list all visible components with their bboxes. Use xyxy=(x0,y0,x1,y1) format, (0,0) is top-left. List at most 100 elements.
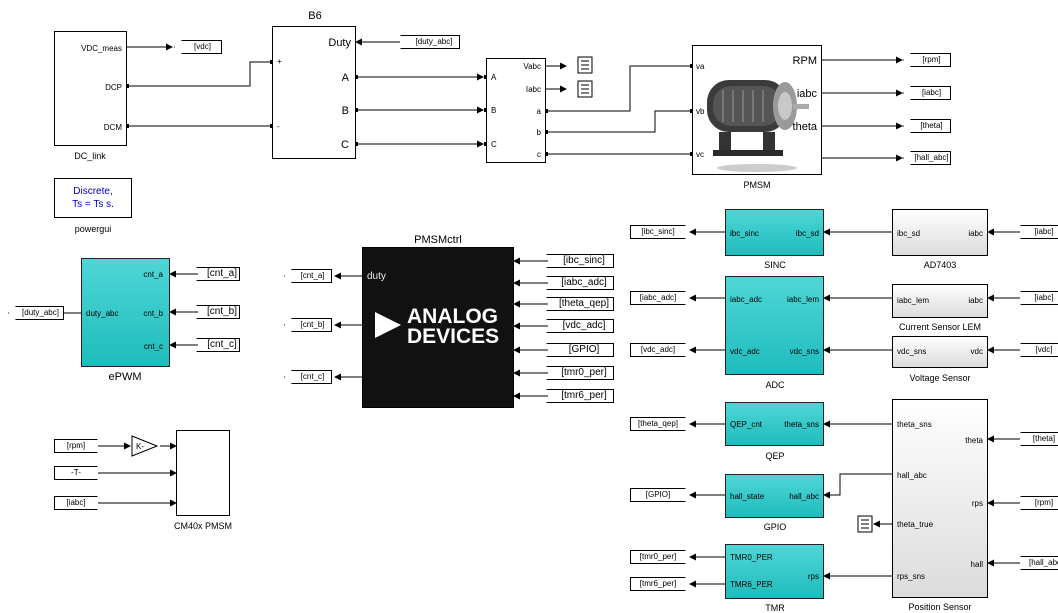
epwm-caption: ePWM xyxy=(95,371,155,383)
qep-caption: QEP xyxy=(745,451,805,461)
tmr-caption: TMR xyxy=(745,603,805,613)
from-tag-iabc-adc[interactable]: [iabc_adc] xyxy=(546,276,614,290)
vsens-caption: Voltage Sensor xyxy=(890,373,990,383)
port-ps-theta: theta xyxy=(965,436,983,445)
goto-tag-iabc-adc[interactable]: [iabc_adc] xyxy=(630,291,686,305)
port-out-a: a xyxy=(537,107,541,116)
port-ps-theta-true: theta_true xyxy=(897,520,933,529)
from-tag-duty-abc[interactable]: [duty_abc] xyxy=(400,35,460,49)
possensor-caption: Position Sensor xyxy=(890,602,990,612)
goto-tag-theta[interactable]: [theta] xyxy=(903,119,951,133)
pmsm-block[interactable]: va vb vc RPM iabc theta xyxy=(692,45,822,175)
goto-tag-iabc[interactable]: [iabc] xyxy=(903,86,951,100)
port-iabc-in: iabc xyxy=(968,229,983,238)
dc-link-block[interactable]: VDC_meas DCP DCM xyxy=(54,31,127,146)
port-lem-out: iabc_lem xyxy=(897,296,929,305)
port-ibc-sd: ibc_sd xyxy=(796,229,819,238)
qep-block[interactable]: QEP_cnt theta_sns xyxy=(725,402,824,446)
port-in-a: A xyxy=(491,73,496,82)
port-ps-rps-sns: rps_sns xyxy=(897,572,925,581)
port-ps-theta-sns: theta_sns xyxy=(897,420,932,429)
goto-tag-cnt-a[interactable]: [cnt_a] xyxy=(284,269,332,283)
port-duty-abc: duty_abc xyxy=(86,309,118,318)
goto-tag-gpio[interactable]: [GPIO] xyxy=(630,488,686,502)
logo-line1: ANALOG xyxy=(407,306,498,327)
adc-caption: ADC xyxy=(745,380,805,390)
from-tag-vdc-adc[interactable]: [vdc_adc] xyxy=(546,319,614,333)
scope-block[interactable] xyxy=(176,430,230,516)
gpio-block[interactable]: hall_state hall_abc xyxy=(725,474,824,518)
port-qep-cnt: QEP_cnt xyxy=(730,420,762,429)
goto-tag-rpm[interactable]: [rpm] xyxy=(903,53,951,67)
goto-tag-cnt-c[interactable]: [cnt_c] xyxy=(284,370,332,384)
goto-tag-cnt-b[interactable]: [cnt_b] xyxy=(284,318,332,332)
port-cnt-a: cnt_a xyxy=(143,270,163,279)
goto-tag-tmr0-per[interactable]: [tmr0_per] xyxy=(630,550,686,564)
from-tag-ibc-sinc[interactable]: [ibc_sinc] xyxy=(546,254,614,268)
powergui-caption: powergui xyxy=(58,224,128,234)
vi-measurement-block[interactable]: Vabc Iabc A B C a b c xyxy=(486,58,546,163)
b6-inverter-block[interactable]: Duty A B C + - xyxy=(272,26,356,159)
port-ibc-sinc: ibc_sinc xyxy=(730,229,759,238)
port-hall-abc: hall_abc xyxy=(789,492,819,501)
goto-tag-vdc-adc[interactable]: [vdc_adc] xyxy=(630,343,686,357)
port-iabc-out: iabc xyxy=(797,88,817,100)
goto-tag-tmr6-per[interactable]: [tmr6_per] xyxy=(630,577,686,591)
port-vdc-adc: vdc_adc xyxy=(730,347,760,356)
port-out-b: b xyxy=(537,128,541,137)
port-ibc-sd-out: ibc_sd xyxy=(897,229,920,238)
from-tag-tmr6-per[interactable]: [tmr6_per] xyxy=(546,389,614,403)
ctrl-title: PMSMctrl xyxy=(398,234,478,246)
port-dcm: DCM xyxy=(104,123,122,132)
port-vb: vb xyxy=(696,107,704,116)
sinc-block[interactable]: ibc_sinc ibc_sd xyxy=(725,209,824,256)
port-rpm: RPM xyxy=(793,55,817,67)
logo-line2: DEVICES xyxy=(407,326,499,347)
port-a: A xyxy=(342,72,349,84)
port-tmr0: TMR0_PER xyxy=(730,553,773,562)
position-sensor-block[interactable]: theta_sns hall_abc theta_true rps_sns th… xyxy=(892,399,988,598)
port-in-c: C xyxy=(491,140,497,149)
port-minus: - xyxy=(277,122,280,131)
port-vs-in: vdc xyxy=(971,347,983,356)
port-duty-out: duty xyxy=(367,272,386,281)
port-ps-hall: hall xyxy=(971,560,983,569)
ad7403-block[interactable]: ibc_sd iabc xyxy=(892,209,988,256)
port-iabc: Iabc xyxy=(526,85,541,94)
goto-tag-theta-qep[interactable]: [theta_qep] xyxy=(630,417,686,431)
port-va: va xyxy=(696,62,704,71)
powergui-line2: Ts = Ts s. xyxy=(55,200,131,210)
pmsm-ctrl-block[interactable]: duty ANALOG DEVICES xyxy=(362,247,514,408)
port-theta-out: theta xyxy=(793,121,817,133)
goto-tag-hall-abc[interactable]: [hall_abc] xyxy=(903,151,951,165)
lem-caption: Current Sensor LEM xyxy=(882,322,998,332)
dc-link-caption: DC_link xyxy=(60,151,120,161)
port-ps-rps: rps xyxy=(972,499,983,508)
goto-tag-duty-abc[interactable]: [duty_abc] xyxy=(8,306,64,320)
port-duty: Duty xyxy=(328,37,351,49)
epwm-block[interactable]: duty_abc cnt_a cnt_b cnt_c xyxy=(81,258,170,367)
port-in-b: B xyxy=(491,106,496,115)
goto-tag-vdc[interactable]: [vdc] xyxy=(174,40,222,54)
port-b: B xyxy=(342,105,349,117)
port-plus: + xyxy=(277,57,282,66)
port-ps-hall-abc: hall_abc xyxy=(897,471,927,480)
port-vs-out: vdc_sns xyxy=(897,347,926,356)
adc-block[interactable]: iabc_adc iabc_lem vdc_adc vdc_sns xyxy=(725,276,824,375)
powergui-line1: Discrete, xyxy=(55,187,131,197)
powergui-block[interactable]: Discrete, Ts = Ts s. xyxy=(54,178,132,218)
tmr-block[interactable]: TMR0_PER TMR6_PER rps xyxy=(725,544,824,599)
voltage-sensor-block[interactable]: vdc_sns vdc xyxy=(892,336,988,368)
port-vc: vc xyxy=(696,150,704,159)
scope-caption: CM40x PMSM xyxy=(168,521,238,531)
from-tag-theta-qep[interactable]: [theta_qep] xyxy=(546,297,614,311)
from-tag-gpio[interactable]: [GPIO] xyxy=(546,343,614,357)
port-out-c: c xyxy=(537,150,541,159)
port-cnt-b: cnt_b xyxy=(143,309,163,318)
port-vdc-meas: VDC_meas xyxy=(81,44,122,53)
from-tag-tmr0-per[interactable]: [tmr0_per] xyxy=(546,366,614,380)
goto-tag-ibc-sinc[interactable]: [ibc_sinc] xyxy=(630,225,686,239)
port-tmr6: TMR6_PER xyxy=(730,580,773,589)
current-sensor-lem-block[interactable]: iabc_lem iabc xyxy=(892,284,988,318)
